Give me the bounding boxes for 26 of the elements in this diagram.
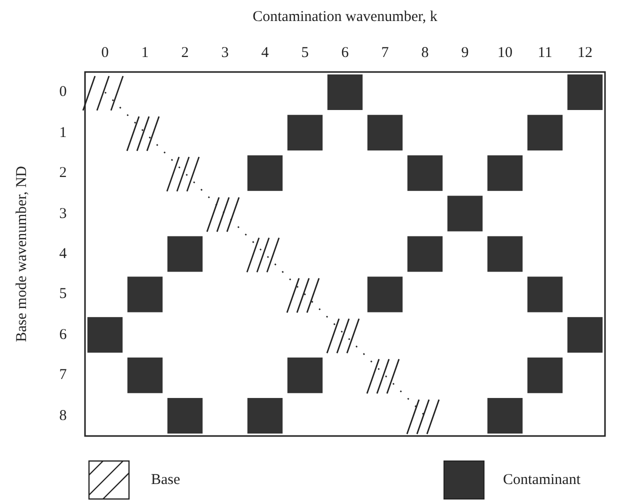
column-number: 4 <box>260 44 270 63</box>
column-number: 0 <box>100 44 110 63</box>
legend-label: Base <box>151 471 180 489</box>
column-number: 2 <box>180 44 190 63</box>
column-number: 5 <box>300 44 310 63</box>
axis-title: Base mode wavenumber, ND <box>12 166 31 342</box>
axis-title: Contamination wavenumber, k <box>252 8 438 27</box>
legend-label: Contaminant <box>503 471 580 489</box>
row-number: 8 <box>58 406 68 425</box>
column-number: 8 <box>420 44 430 63</box>
column-number: 9 <box>460 44 470 63</box>
row-number: 0 <box>58 83 68 102</box>
column-number: 6 <box>340 44 350 63</box>
column-number: 7 <box>380 44 390 63</box>
column-number: 10 <box>496 44 514 63</box>
column-number: 11 <box>536 44 554 63</box>
row-number: 1 <box>58 124 68 142</box>
row-number: 2 <box>58 164 68 182</box>
row-number: 6 <box>58 326 68 344</box>
column-number: 3 <box>220 44 230 63</box>
row-number: 7 <box>58 366 68 384</box>
column-number: 1 <box>140 44 150 63</box>
row-number: 4 <box>58 245 68 263</box>
column-number: 12 <box>576 44 594 63</box>
row-number: 3 <box>58 204 68 223</box>
row-number: 5 <box>58 285 68 304</box>
